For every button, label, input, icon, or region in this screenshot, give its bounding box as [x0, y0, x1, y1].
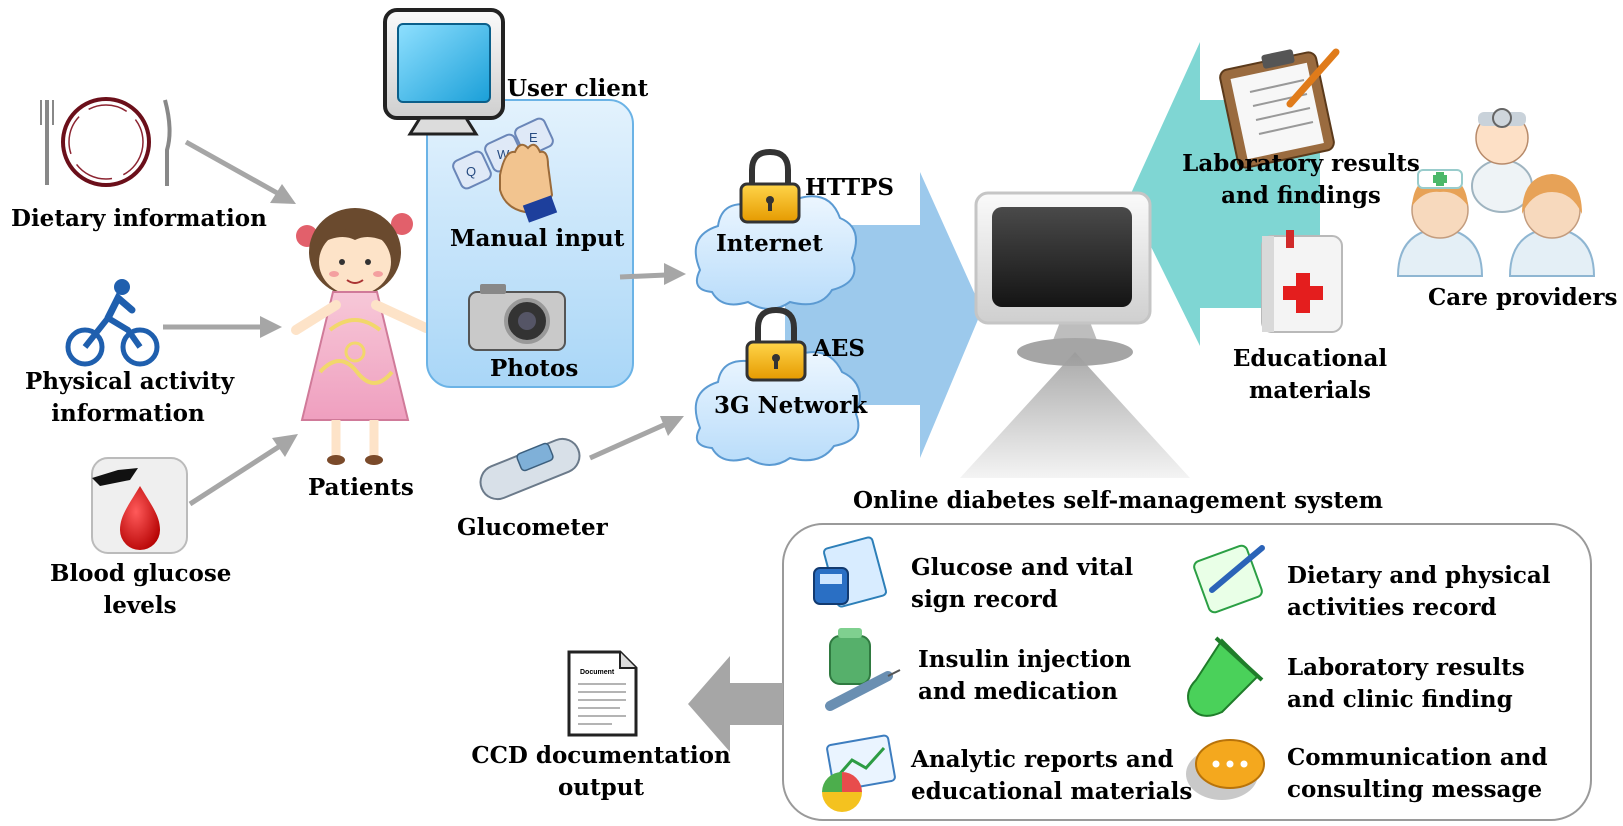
notepad-pencil-icon [1193, 544, 1265, 614]
module-analytic-reports-line1: Analytic reports and [911, 746, 1174, 773]
module-dietary-physical: Dietary and physical activities record [1287, 560, 1551, 624]
manual-input-label: Manual input [450, 225, 625, 252]
system-server-monitor-icon [960, 191, 1190, 478]
blood-glucose-label-line2: levels [103, 592, 177, 619]
care-providers-label: Care providers [1428, 284, 1618, 311]
module-communication: Communication and consulting message [1287, 742, 1548, 806]
module-glucose-vital-line2: sign record [911, 586, 1058, 613]
glucose-meter-icon [813, 536, 888, 608]
ccd-output-label: CCD documentation output [466, 740, 736, 804]
3g-network-cloud [694, 347, 861, 466]
module-lab-results-line1: Laboratory results [1287, 654, 1525, 681]
blood-drop-icon [91, 457, 188, 554]
aes-label: AES [813, 335, 865, 362]
system-title: Online diabetes self-management system [853, 487, 1383, 514]
plate-fork-knife-icon [40, 97, 172, 187]
module-lab-results-line2: and clinic finding [1287, 686, 1513, 713]
module-communication-line2: consulting message [1287, 776, 1543, 803]
https-lock-icon [739, 148, 801, 224]
module-dietary-physical-line1: Dietary and physical [1287, 562, 1551, 589]
patients-label: Patients [308, 474, 414, 501]
module-lab-results: Laboratory results and clinic finding [1287, 652, 1525, 716]
educational-materials-label-line2: materials [1249, 377, 1371, 404]
arrow-client-to-internet [619, 263, 686, 285]
blood-glucose-label-line1: Blood glucose [50, 560, 232, 587]
insulin-syringe-icon [825, 628, 901, 711]
module-glucose-vital: Glucose and vital sign record [911, 552, 1133, 616]
physical-activity-label-line1: Physical activity [25, 368, 235, 395]
key-e: E [529, 130, 538, 145]
ccd-output-label-line1: CCD documentation [471, 742, 731, 769]
module-dietary-physical-line2: activities record [1287, 594, 1497, 621]
care-providers-icon [1396, 108, 1596, 277]
arrow-glucometer-to-3g [588, 416, 684, 461]
physical-activity-label: Physical activity information [25, 366, 235, 430]
arrow-diet-to-patient [184, 139, 296, 204]
module-insulin-medication-line1: Insulin injection [918, 646, 1132, 673]
module-insulin-medication-line2: and medication [918, 678, 1118, 705]
glucometer-label: Glucometer [457, 514, 608, 541]
educational-materials-label-line1: Educational [1232, 345, 1388, 372]
camera-icon [468, 284, 566, 351]
module-insulin-medication: Insulin injection and medication [918, 644, 1131, 708]
patient-girl-illustration [291, 208, 431, 465]
key-q: Q [466, 164, 476, 179]
keyboard-hand-icon: Q W E [452, 117, 558, 223]
aes-lock-icon [745, 306, 807, 382]
educational-materials-label: Educational materials [1230, 343, 1390, 407]
physical-activity-label-line2: information [51, 400, 205, 427]
document-title: Document [580, 669, 615, 676]
3g-network-label: 3G Network [714, 392, 868, 419]
cyclist-icon [65, 279, 160, 367]
https-label: HTTPS [805, 174, 895, 201]
document-icon: Document [567, 650, 638, 737]
module-analytic-reports: Analytic reports and educational materia… [911, 744, 1192, 808]
module-communication-line1: Communication and [1287, 744, 1548, 771]
system-modules-panel [782, 523, 1592, 821]
ccd-output-label-line2: output [557, 774, 645, 801]
user-client-title: User client [507, 75, 649, 102]
module-analytic-reports-line2: educational materials [911, 778, 1193, 805]
analytics-chart-icon [822, 734, 896, 812]
output-arrow [688, 656, 783, 752]
lab-results-label: Laboratory results and findings [1178, 148, 1424, 212]
module-glucose-vital-line1: Glucose and vital [911, 554, 1134, 581]
arrow-activity-to-patient [163, 316, 282, 338]
medical-book-icon [1261, 230, 1343, 333]
internet-label: Internet [716, 230, 823, 257]
dietary-info-label: Dietary information [11, 205, 267, 232]
chat-bubble-icon [1186, 739, 1265, 800]
computer-monitor-icon [383, 8, 505, 136]
lab-results-label-line2: and findings [1221, 182, 1381, 209]
test-tube-icon [1187, 636, 1264, 717]
clipboard-checklist-icon [1219, 48, 1340, 169]
photos-label: Photos [490, 355, 579, 382]
blood-glucose-label: Blood glucose levels [50, 558, 232, 622]
lab-results-label-line1: Laboratory results [1182, 150, 1420, 177]
internet-cloud [694, 191, 857, 310]
glucometer-icon [479, 437, 581, 501]
arrow-blood-to-patient [188, 434, 298, 507]
